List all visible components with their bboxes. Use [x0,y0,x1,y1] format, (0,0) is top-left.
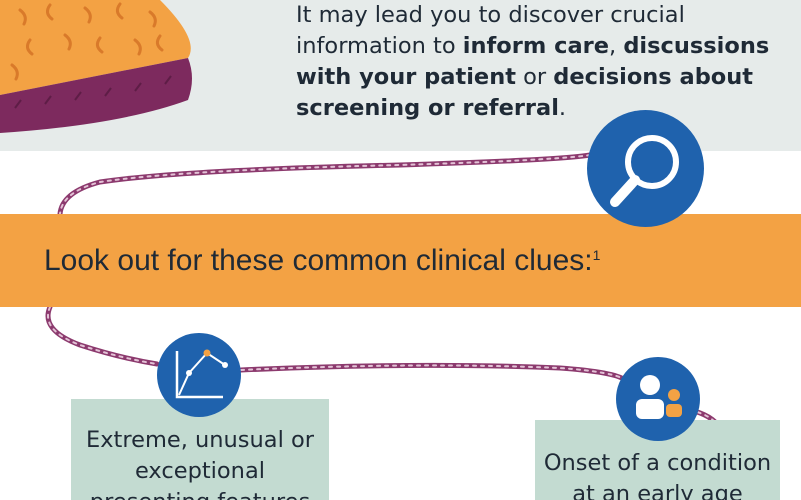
with-patient-emphasis: with your patient [296,64,516,90]
clinical-clues-banner [0,214,801,307]
magnifying-glass-icon [587,110,704,227]
inform-care-emphasis: inform care [462,33,609,59]
knitted-hat-icon [0,0,192,133]
intro-text: It may lead you to discover crucial info… [296,2,770,121]
banner-heading: Look out for these common clinical clues… [44,241,600,285]
top-panel: It may lead you to discover crucial info… [0,0,801,151]
discussions-emphasis: discussions [623,33,770,59]
intro-line-1: It may lead you to discover crucial [296,2,685,28]
screening-referral-emphasis: screening or referral [296,95,559,121]
decisions-emphasis: decisions about [553,64,754,90]
banner-heading-text: Look out for these common clinical clues… [44,244,593,277]
footnote-marker: 1 [592,247,601,263]
trend-chart-icon [157,333,241,417]
people-icon [616,357,700,441]
